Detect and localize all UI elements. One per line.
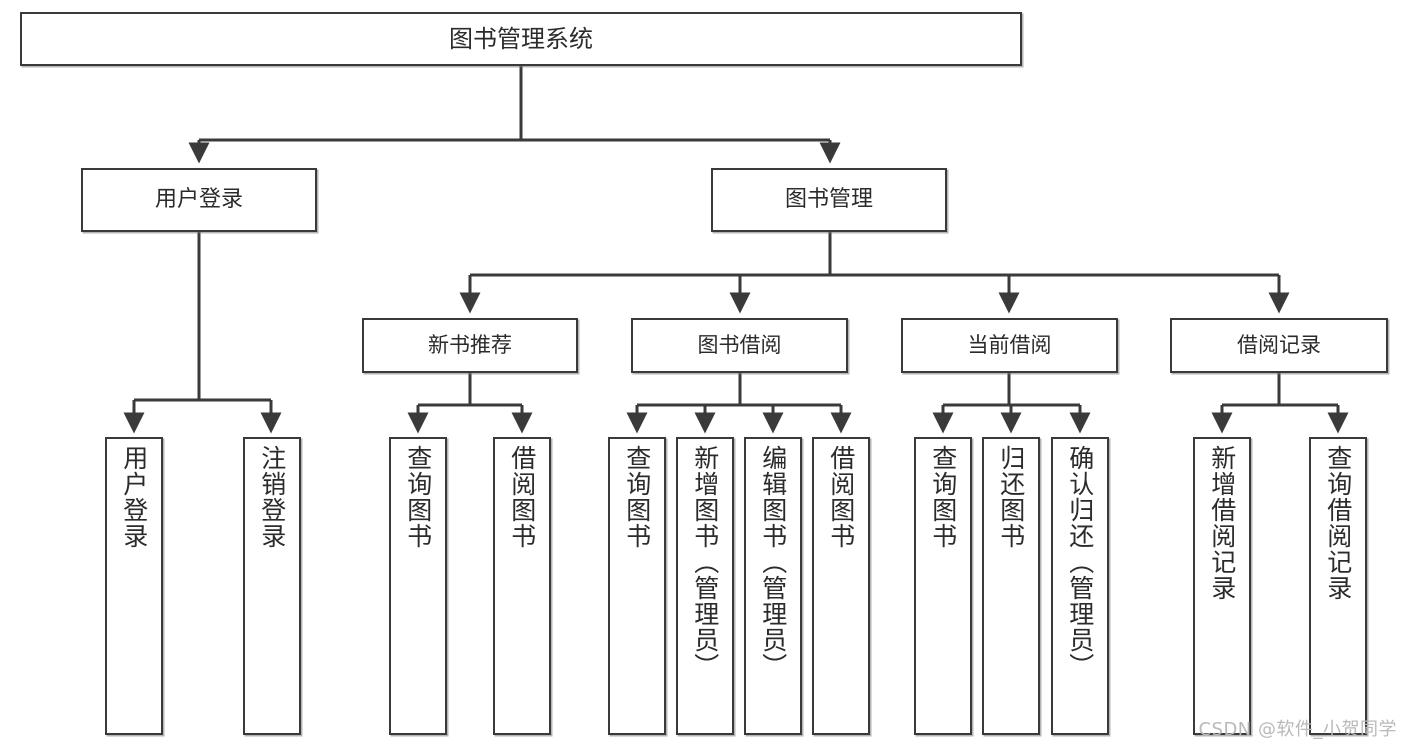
node-leaf-confirm-return[interactable]: 确认归还（管理员） [1051, 437, 1109, 735]
node-leaf-query-book-1-label: 查询图书 [403, 445, 433, 549]
node-root-system-label: 图书管理系统 [449, 24, 593, 53]
node-leaf-add-book-label: 新增图书（管理员） [690, 445, 720, 679]
node-leaf-user-login-label: 用户登录 [119, 445, 149, 549]
node-book-borrow[interactable]: 图书借阅 [631, 318, 848, 373]
node-leaf-user-login[interactable]: 用户登录 [105, 437, 163, 735]
csdn-watermark: CSDN @软件_小贺同学 [1198, 719, 1397, 740]
node-book-manage[interactable]: 图书管理 [711, 168, 947, 232]
node-new-book-recommend[interactable]: 新书推荐 [362, 318, 578, 373]
node-leaf-edit-book-label: 编辑图书（管理员） [758, 445, 788, 679]
node-borrow-record-label: 借阅记录 [1237, 333, 1321, 358]
node-leaf-return-book[interactable]: 归还图书 [982, 437, 1040, 735]
node-leaf-borrow-book-2[interactable]: 借阅图书 [812, 437, 870, 735]
node-user-login-label: 用户登录 [154, 187, 243, 213]
node-book-borrow-label: 图书借阅 [697, 333, 782, 358]
node-current-borrow-label: 当前借阅 [967, 333, 1052, 358]
node-leaf-logout-login-label: 注销登录 [257, 445, 287, 549]
node-leaf-borrow-book-1-label: 借阅图书 [507, 445, 537, 549]
node-leaf-query-book-1[interactable]: 查询图书 [389, 437, 447, 735]
node-leaf-logout-login[interactable]: 注销登录 [243, 437, 301, 735]
node-leaf-borrow-book-2-label: 借阅图书 [826, 445, 856, 549]
node-leaf-query-book-2[interactable]: 查询图书 [608, 437, 666, 735]
node-new-book-recommend-label: 新书推荐 [428, 333, 512, 358]
node-leaf-borrow-book-1[interactable]: 借阅图书 [493, 437, 551, 735]
node-leaf-query-book-2-label: 查询图书 [622, 445, 652, 549]
node-user-login[interactable]: 用户登录 [81, 168, 317, 232]
node-leaf-edit-book[interactable]: 编辑图书（管理员） [744, 437, 802, 735]
node-current-borrow[interactable]: 当前借阅 [901, 318, 1118, 373]
node-leaf-query-record[interactable]: 查询借阅记录 [1309, 437, 1367, 735]
node-leaf-confirm-return-label: 确认归还（管理员） [1065, 445, 1095, 679]
node-leaf-query-book-3[interactable]: 查询图书 [914, 437, 972, 735]
node-root-system[interactable]: 图书管理系统 [20, 12, 1022, 66]
node-leaf-add-record[interactable]: 新增借阅记录 [1193, 437, 1251, 735]
node-leaf-return-book-label: 归还图书 [996, 445, 1026, 549]
node-leaf-add-record-label: 新增借阅记录 [1207, 445, 1237, 601]
node-book-manage-label: 图书管理 [784, 187, 873, 213]
node-borrow-record[interactable]: 借阅记录 [1170, 318, 1388, 373]
node-leaf-query-book-3-label: 查询图书 [928, 445, 958, 549]
node-leaf-query-record-label: 查询借阅记录 [1323, 445, 1353, 601]
node-leaf-add-book[interactable]: 新增图书（管理员） [676, 437, 734, 735]
